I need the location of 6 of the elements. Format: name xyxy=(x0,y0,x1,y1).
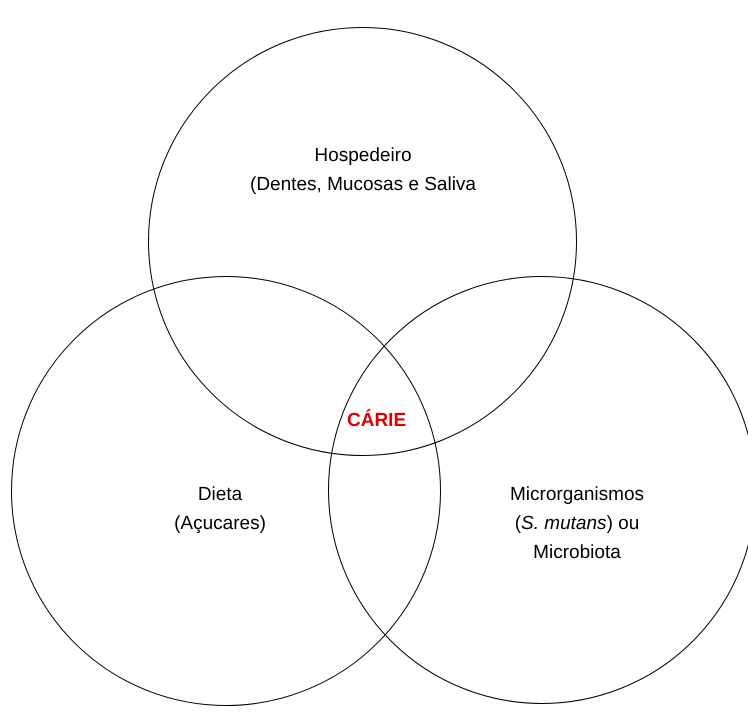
circle-label: (Açucares) xyxy=(173,512,267,536)
circle-label: Dieta xyxy=(196,483,244,507)
circle-label: Hospedeiro xyxy=(313,144,413,168)
circle-label: Microrganismos xyxy=(508,483,646,507)
circle-label: (Dentes, Mucosas e Saliva xyxy=(249,173,477,197)
circle-label: (S. mutans) ou Microbiota xyxy=(514,512,640,565)
